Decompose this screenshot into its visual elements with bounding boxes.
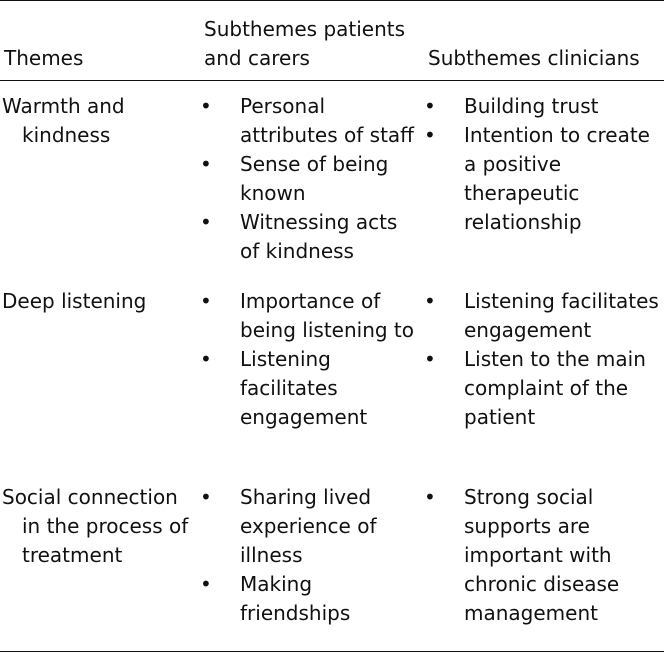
clinicians-subtheme-list: • Listening facilitates engagement • Liste… xyxy=(420,287,664,432)
list-item: • Sense of being known xyxy=(200,150,420,208)
theme-cell: Social connection in the process of trea… xyxy=(0,477,198,651)
header-subthemes-patients: Subthemes patients and carers xyxy=(204,17,406,70)
bullet-icon: • xyxy=(424,123,436,147)
bullet-icon: • xyxy=(200,485,212,509)
header-subthemes-clinicians: Subthemes clinicians xyxy=(428,46,640,70)
list-item: • Listen to the main complaint of the pat… xyxy=(424,345,664,432)
patients-subtheme-list: • Personal attributes of staff • Sense of … xyxy=(198,92,420,266)
bullet-icon: • xyxy=(200,152,212,176)
table-row: Warmth and kindness • Personal attributes… xyxy=(0,80,664,280)
list-item: • Personal attributes of staff xyxy=(200,92,420,150)
list-item: • Importance of being listening to xyxy=(200,287,420,345)
subtheme-text: Listening facilitates engagement xyxy=(240,347,368,429)
list-item: • Strong social supports are important wi… xyxy=(424,483,664,628)
clinicians-subtheme-list: • Building trust • Intention to create a p… xyxy=(420,92,664,237)
patients-subthemes-cell: • Sharing lived experience of illness • Ma… xyxy=(198,477,420,651)
subtheme-text: Sharing lived experience of illness xyxy=(240,485,377,567)
list-item: • Building trust xyxy=(424,92,664,121)
clinicians-subthemes-cell: • Listening facilitates engagement • Liste… xyxy=(420,280,664,477)
clinicians-subtheme-list: • Strong social supports are important wi… xyxy=(420,483,664,628)
bullet-icon: • xyxy=(200,289,212,313)
theme-label: Social connection in the process of trea… xyxy=(2,485,189,567)
subtheme-text: Listen to the main complaint of the pati… xyxy=(464,347,646,429)
header-row: Themes Subthemes patients and carers Sub… xyxy=(0,0,664,80)
bullet-icon: • xyxy=(424,485,436,509)
patients-subthemes-cell: • Personal attributes of staff • Sense of … xyxy=(198,80,420,280)
bullet-icon: • xyxy=(200,572,212,596)
theme-cell: Warmth and kindness xyxy=(0,80,198,280)
subtheme-text: Sense of being known xyxy=(240,152,389,205)
table-header-rule xyxy=(0,80,664,81)
patients-subtheme-list: • Importance of being listening to • Liste… xyxy=(198,287,420,432)
list-item: • Listening facilitates engagement xyxy=(200,345,420,432)
table-top-rule xyxy=(0,0,664,1)
bullet-icon: • xyxy=(200,347,212,371)
bullet-icon: • xyxy=(200,94,212,118)
bullet-icon: • xyxy=(424,289,436,313)
subtheme-text: Witnessing acts of kindness xyxy=(240,210,398,263)
list-item: • Sharing lived experience of illness xyxy=(200,483,420,570)
subtheme-text: Building trust xyxy=(464,94,599,118)
table-row: Deep listening • Importance of being list… xyxy=(0,280,664,477)
clinicians-subthemes-cell: • Building trust • Intention to create a p… xyxy=(420,80,664,280)
subtheme-text: Strong social supports are important wit… xyxy=(464,485,620,625)
subtheme-text: Making friendships xyxy=(240,572,351,625)
list-item: • Making friendships xyxy=(200,570,420,628)
clinicians-subthemes-cell: • Strong social supports are important wi… xyxy=(420,477,664,651)
header-themes: Themes xyxy=(4,46,84,70)
patients-subthemes-cell: • Importance of being listening to • Liste… xyxy=(198,280,420,477)
theme-label: Deep listening xyxy=(2,289,147,313)
table-row: Social connection in the process of trea… xyxy=(0,477,664,651)
subtheme-text: Personal attributes of staff xyxy=(240,94,414,147)
list-item: • Witnessing acts of kindness xyxy=(200,208,420,266)
bullet-icon: • xyxy=(424,94,436,118)
table-bottom-rule xyxy=(0,651,664,652)
subtheme-text: Importance of being listening to xyxy=(240,289,415,342)
patients-subtheme-list: • Sharing lived experience of illness • Ma… xyxy=(198,483,420,628)
subtheme-text: Listening facilitates engagement xyxy=(464,289,659,342)
subtheme-text: Intention to create a positive therapeut… xyxy=(464,123,650,234)
theme-cell: Deep listening xyxy=(0,280,198,477)
theme-label: Warmth and kindness xyxy=(2,94,125,147)
bullet-icon: • xyxy=(200,210,212,234)
list-item: • Intention to create a positive therapeu… xyxy=(424,121,664,237)
list-item: • Listening facilitates engagement xyxy=(424,287,664,345)
bullet-icon: • xyxy=(424,347,436,371)
